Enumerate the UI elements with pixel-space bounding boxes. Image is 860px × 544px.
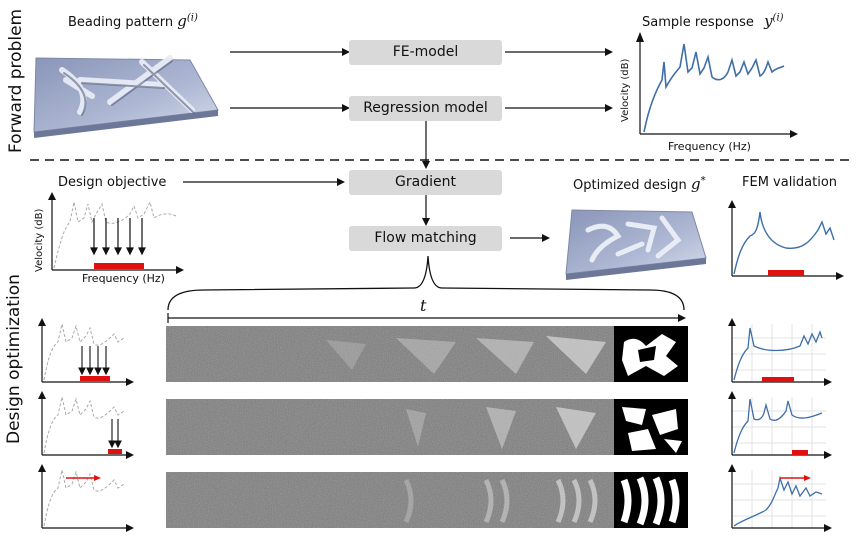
fem-validation-title: FEM validation <box>742 175 838 190</box>
fem-plot-2 <box>728 391 832 459</box>
arrow-regression-to-gradient <box>422 121 430 169</box>
section-divider <box>30 159 852 161</box>
fe-model-box: FE-model <box>349 40 502 65</box>
optimized-design-title: Optimized design g* <box>573 175 706 193</box>
objective-plot-1 <box>38 318 134 386</box>
regression-model-box: Regression model <box>349 96 502 121</box>
time-symbol: t <box>420 296 427 315</box>
design-objective-title: Design objective <box>58 175 167 190</box>
sample-response-ylabel: Velocity (dB) <box>620 58 631 122</box>
arrow-fe-to-response <box>505 48 613 56</box>
optimized-design-image <box>565 209 707 280</box>
flow-matching-box: Flow matching <box>349 226 502 251</box>
beading-plate-image <box>33 55 219 138</box>
time-brace <box>167 255 685 311</box>
sample-response-title: Sample response y(i) <box>642 12 784 30</box>
arrow-plate-to-regression <box>230 104 350 112</box>
arrow-plate-to-fe <box>230 48 350 56</box>
fem-validation-plot <box>728 200 844 280</box>
beading-pattern-title: Beading pattern g(i) <box>68 12 198 30</box>
design-optimization-label: Design optimization <box>4 274 24 444</box>
gradient-box: Gradient <box>349 170 502 195</box>
fem-plot-3 <box>728 464 832 532</box>
design-objective-xlabel: Frequency (Hz) <box>82 272 165 285</box>
generation-strip-2 <box>166 399 688 455</box>
arrow-regression-to-response <box>505 104 613 112</box>
arrow-gradient-to-flow <box>422 195 430 226</box>
generation-strip-3 <box>166 472 688 528</box>
generation-strip-1 <box>166 326 688 382</box>
fem-plot-1 <box>728 318 832 386</box>
objective-plot-2 <box>38 391 134 459</box>
sample-response-plot <box>636 32 798 138</box>
arrow-flow-to-design <box>510 234 550 242</box>
design-objective-ylabel: Velocity (dB) <box>34 208 45 272</box>
sample-response-xlabel: Frequency (Hz) <box>668 140 751 153</box>
arrow-objective-to-gradient <box>183 178 345 186</box>
objective-plot-3 <box>38 464 134 532</box>
design-objective-plot <box>48 192 184 274</box>
time-arrow <box>167 313 686 323</box>
